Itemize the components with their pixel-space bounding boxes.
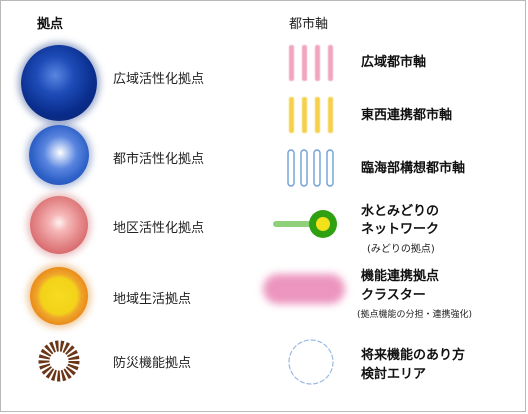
axis-note-cluster: (拠点機能の分担・連携強化) — [357, 310, 473, 320]
axes-title: 都市軸 — [289, 17, 329, 32]
axis-label-future-line1: 将来機能のあり方 — [361, 348, 466, 363]
hubs-title: 拠点 — [37, 17, 64, 32]
axis-label-cluster-line2: クラスター — [361, 288, 426, 303]
axis-label-water-green-line1: 水とみどりの — [361, 204, 440, 219]
hub-label-wide-area: 広域活性化拠点 — [113, 72, 205, 87]
axis-label-future-line2: 検討エリア — [361, 367, 427, 382]
orange-yellow-disc-icon — [30, 267, 88, 325]
axis-label-waterfront: 臨海部構想都市軸 — [361, 161, 466, 176]
axis-label-cluster-line1: 機能連携拠点 — [361, 269, 440, 284]
brown-gear-ring-icon — [38, 340, 80, 382]
pink-stripes-icon — [287, 45, 335, 81]
blue-sphere-icon — [29, 125, 89, 185]
axis-label-east-west: 東西連携都市軸 — [361, 108, 453, 123]
yellow-stripes-icon — [287, 97, 335, 133]
hub-label-district: 地区活性化拠点 — [113, 221, 205, 236]
dark-blue-sphere-icon — [21, 45, 97, 121]
blue-outline-stripes-icon — [287, 149, 334, 187]
axis-label-wide-area: 広域都市軸 — [361, 55, 427, 70]
hub-label-city: 都市活性化拠点 — [113, 152, 205, 167]
hub-label-disaster: 防災機能拠点 — [113, 356, 192, 371]
dotted-blue-ring-icon — [286, 337, 336, 387]
axis-note-water-green: (みどりの拠点) — [367, 244, 435, 255]
pink-sphere-icon — [30, 196, 88, 254]
green-network-node-icon — [273, 210, 337, 238]
pink-cluster-blob-icon — [263, 274, 345, 304]
axis-label-water-green-line2: ネットワーク — [361, 222, 440, 237]
hub-label-community: 地域生活拠点 — [113, 292, 192, 307]
